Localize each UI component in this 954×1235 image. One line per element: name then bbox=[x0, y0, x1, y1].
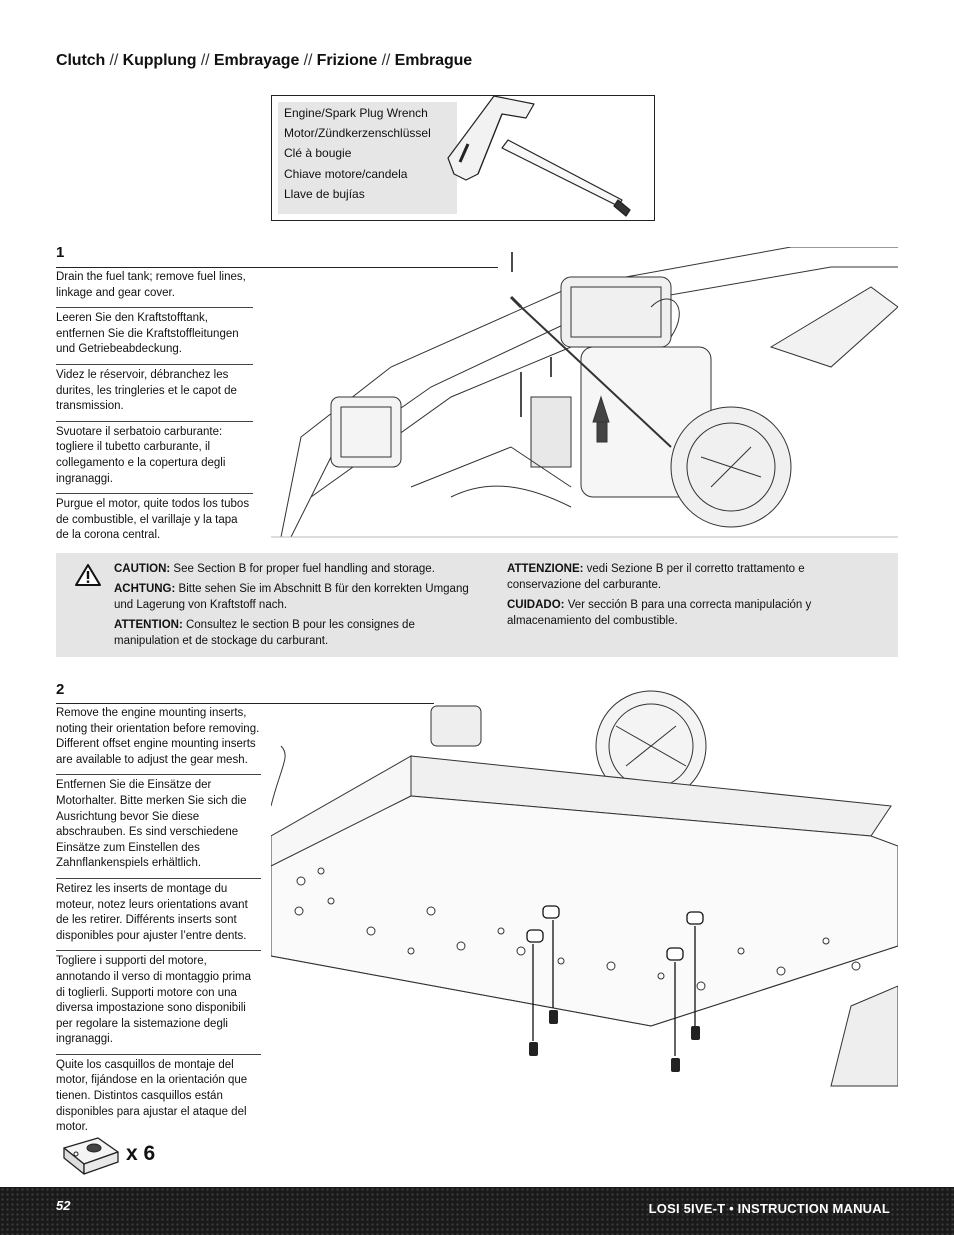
tool-name-de: Motor/Zündkerzenschlüssel bbox=[284, 126, 431, 141]
caution-es-text: Ver sección B para una correcta manipula… bbox=[507, 599, 812, 627]
tool-name-fr: Clé à bougie bbox=[284, 146, 352, 161]
manual-title: LOSI 5IVE-T • INSTRUCTION MANUAL bbox=[648, 1201, 890, 1216]
caution-en-text: See Section B for proper fuel handling a… bbox=[173, 563, 435, 575]
title-it: Frizione bbox=[316, 52, 378, 69]
t-wrench-icon bbox=[447, 96, 631, 217]
page-number: 52 bbox=[56, 1198, 71, 1213]
title-separator: // bbox=[381, 52, 391, 69]
title-separator: // bbox=[200, 52, 210, 69]
engine-mount-insert-icon bbox=[63, 1137, 119, 1175]
section-title: Clutch // Kupplung // Embrayage // Frizi… bbox=[56, 52, 472, 70]
footer-bar bbox=[0, 1187, 954, 1235]
title-separator: // bbox=[109, 52, 119, 69]
step-1-text-fr: Videz le réservoir, débranchez les durit… bbox=[56, 365, 253, 422]
tool-name-it: Chiave motore/candela bbox=[284, 166, 408, 181]
caution-box: CAUTION: See Section B for proper fuel h… bbox=[56, 553, 898, 657]
caution-it-text: vedi Sezione B per il corretto trattamen… bbox=[507, 563, 805, 591]
title-de: Kupplung bbox=[122, 52, 197, 69]
warning-triangle-icon bbox=[75, 564, 101, 586]
title-en: Clutch bbox=[56, 52, 106, 69]
caution-it: ATTENZIONE: vedi Sezione B per il corret… bbox=[507, 561, 877, 593]
caution-it-label: ATTENZIONE: bbox=[507, 563, 584, 575]
caution-es-label: CUIDADO: bbox=[507, 599, 565, 611]
step-1-text-it: Svuotare il serbatoio carburante: toglie… bbox=[56, 422, 253, 495]
caution-right-column: ATTENZIONE: vedi Sezione B per il corret… bbox=[507, 561, 877, 633]
caution-de: ACHTUNG: Bitte sehen Sie im Abschnitt B … bbox=[114, 581, 474, 613]
caution-fr-text: Consultez le section B pour les consigne… bbox=[114, 619, 415, 647]
step-2-chassis-illustration bbox=[271, 690, 898, 1087]
caution-de-text: Bitte sehen Sie im Abschnitt B für den k… bbox=[114, 583, 469, 611]
title-fr: Embrayage bbox=[213, 52, 300, 69]
step-1-engine-illustration bbox=[271, 247, 898, 538]
part-quantity: x 6 bbox=[126, 1142, 156, 1165]
step-2-text-it: Togliere i supporti del motore, annotand… bbox=[56, 951, 261, 1055]
tool-name-en: Engine/Spark Plug Wrench bbox=[284, 106, 428, 120]
caution-left-column: CAUTION: See Section B for proper fuel h… bbox=[114, 561, 474, 653]
tool-name-es: Llave de bujías bbox=[284, 186, 365, 201]
tool-box: Engine/Spark Plug Wrench Motor/Zündkerze… bbox=[271, 95, 655, 221]
step-2-number: 2 bbox=[56, 681, 65, 698]
title-es: Embrague bbox=[394, 52, 473, 69]
caution-es: CUIDADO: Ver sección B para una correcta… bbox=[507, 597, 877, 629]
caution-en: CAUTION: See Section B for proper fuel h… bbox=[114, 561, 474, 577]
step-2-rule bbox=[56, 703, 434, 704]
step-1-text-en: Drain the fuel tank; remove fuel lines, … bbox=[56, 267, 253, 309]
step-1-text-es: Purgue el motor, quite todos los tubos d… bbox=[56, 498, 250, 542]
tool-names: Engine/Spark Plug Wrench Motor/Zündkerze… bbox=[278, 102, 457, 214]
caution-en-label: CAUTION: bbox=[114, 563, 171, 575]
caution-de-label: ACHTUNG: bbox=[114, 583, 176, 595]
caution-fr: ATTENTION: Consultez le section B pour l… bbox=[114, 617, 474, 649]
step-2-text-es: Quite los casquillos de montaje del moto… bbox=[56, 1058, 248, 1134]
step-1-text-de: Leeren Sie den Kraftstofftank, entfernen… bbox=[56, 308, 253, 365]
step-2-text-en: Remove the engine mounting inserts, noti… bbox=[56, 703, 261, 776]
step-1-number: 1 bbox=[56, 244, 65, 261]
step-2-text-fr: Retirez les inserts de montage du moteur… bbox=[56, 879, 261, 952]
step-2-text: Remove the engine mounting inserts, noti… bbox=[56, 703, 261, 1142]
step-1-text: Drain the fuel tank; remove fuel lines, … bbox=[56, 267, 253, 550]
title-separator: // bbox=[303, 52, 313, 69]
caution-fr-label: ATTENTION: bbox=[114, 619, 183, 631]
step-2-text-de: Entfernen Sie die Einsätze der Motorhalt… bbox=[56, 775, 261, 879]
step-1-rule bbox=[56, 267, 498, 268]
